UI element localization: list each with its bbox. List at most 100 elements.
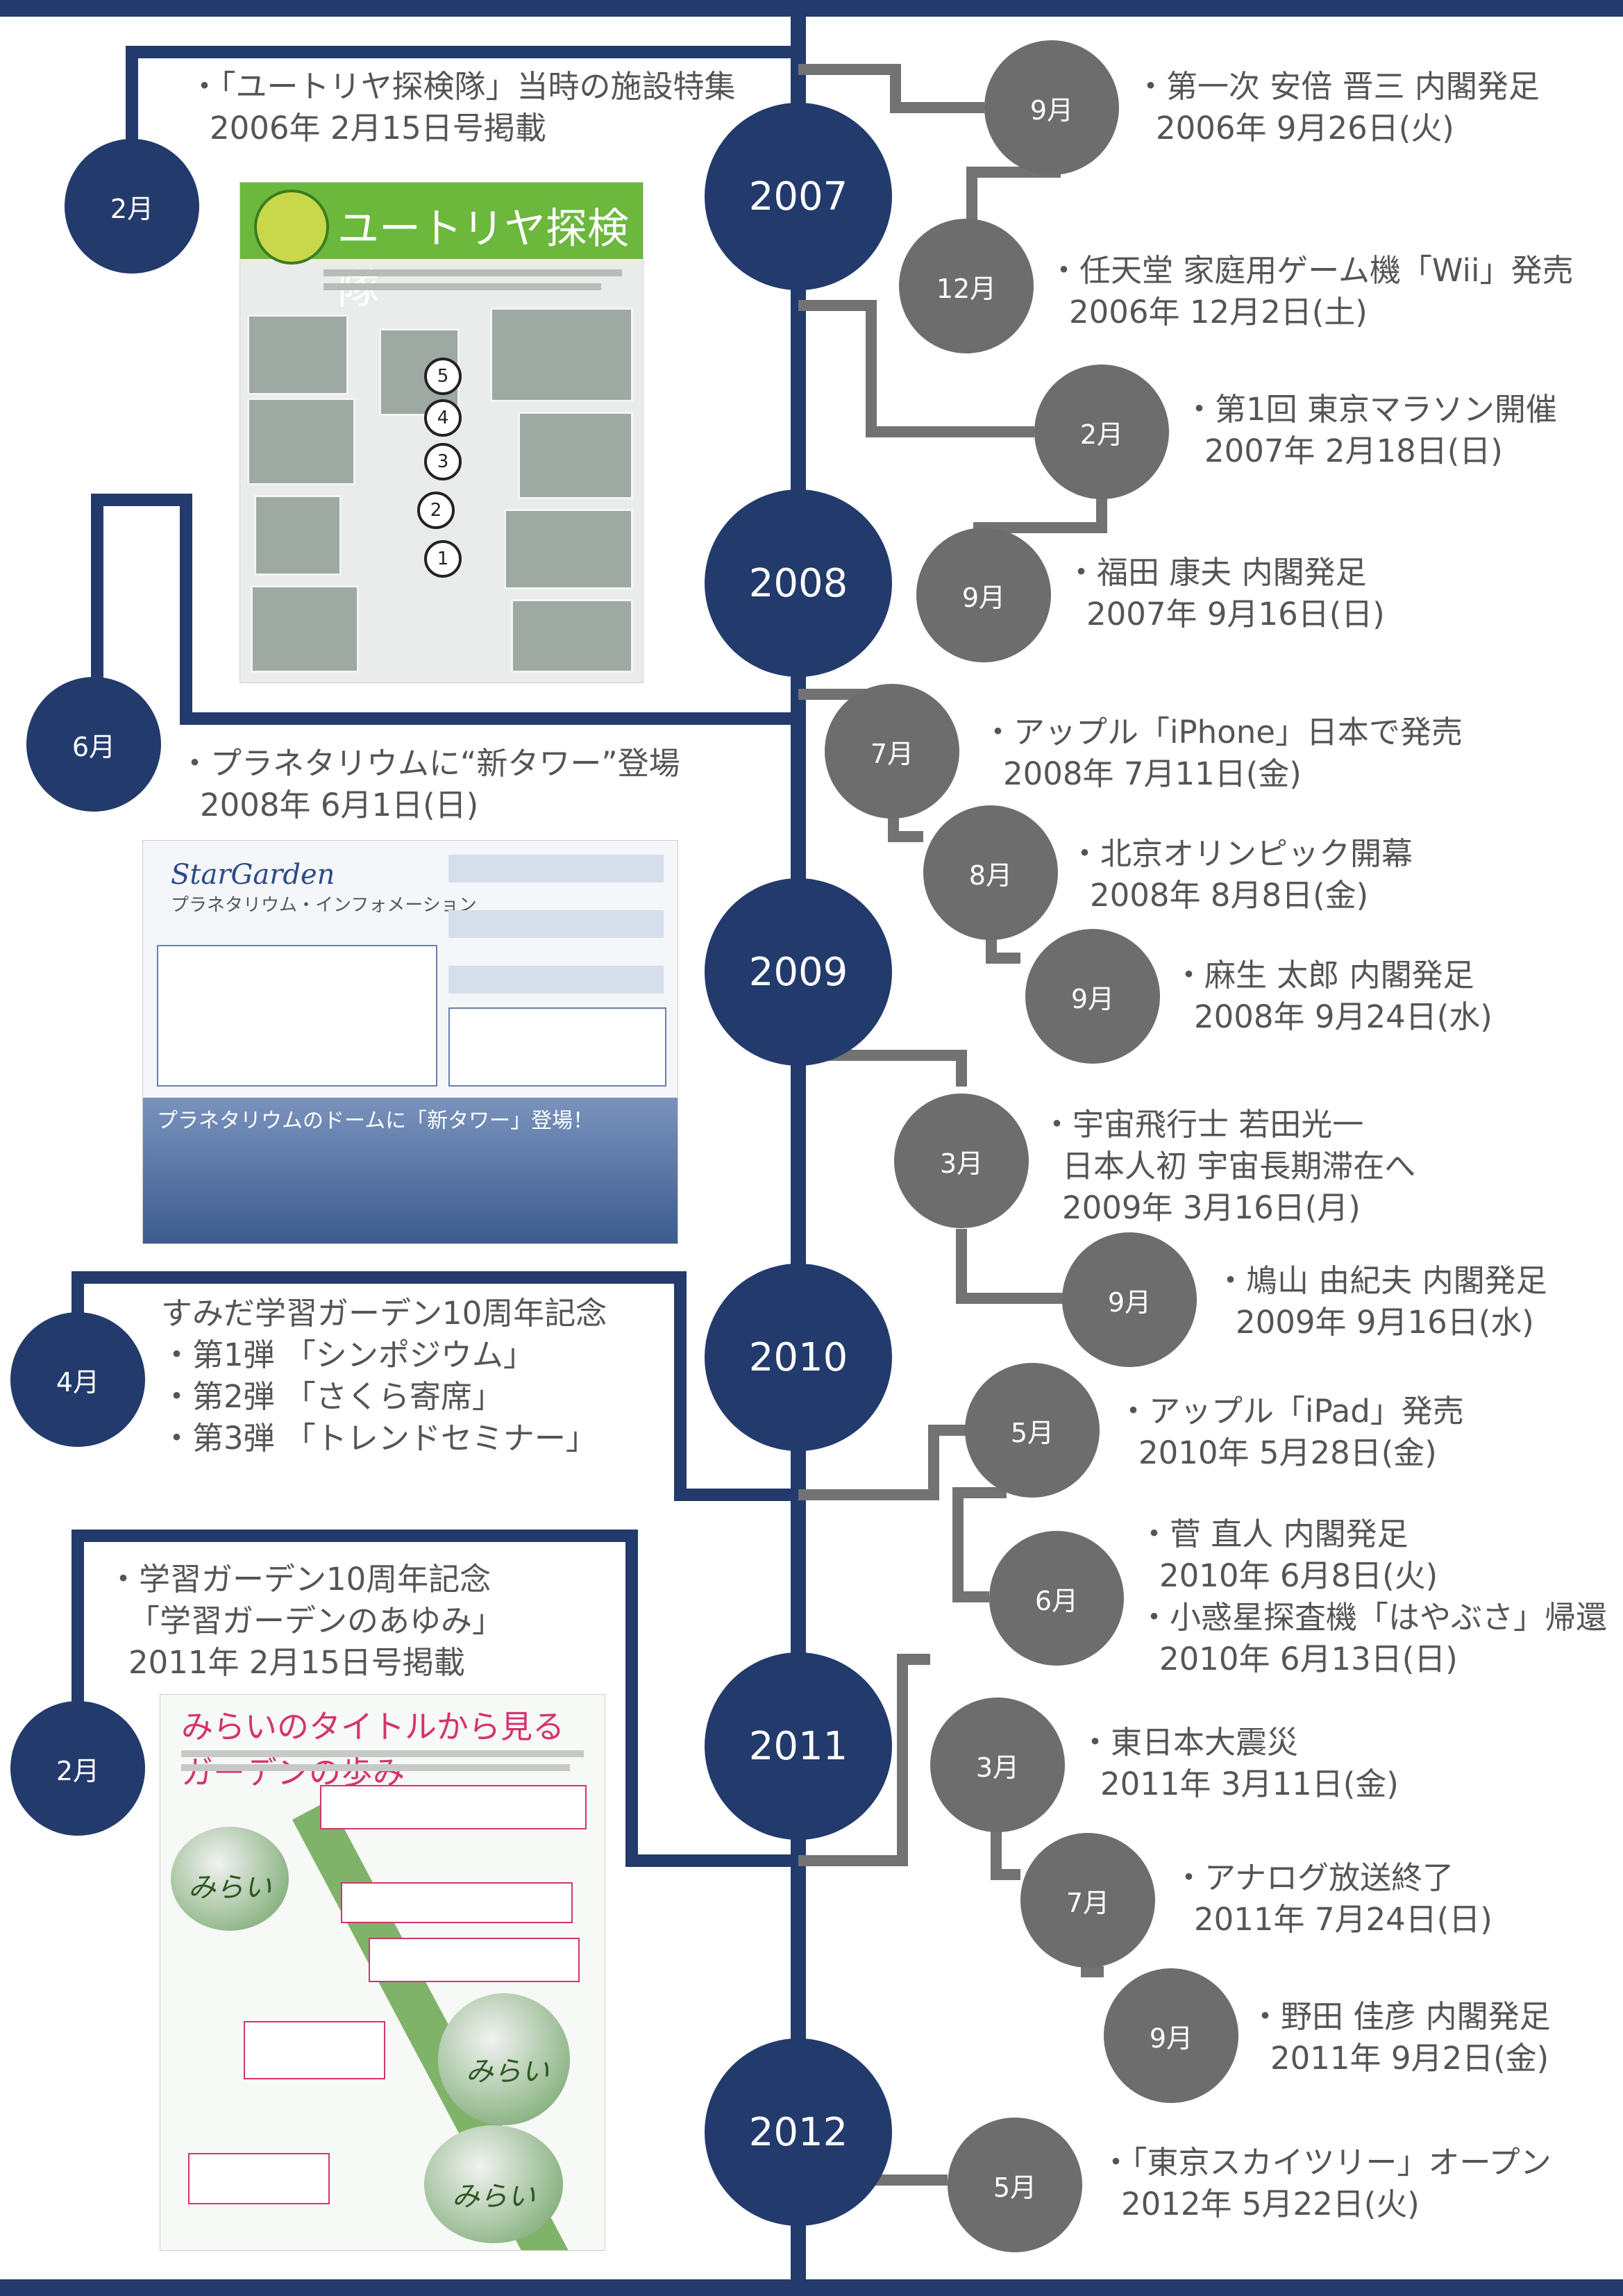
right-event-text: ・麻生 太郎 内閣発足 2008年 9月24日(水)	[1173, 957, 1492, 1035]
right-month-marker: 9月	[1025, 929, 1160, 1064]
right-month-marker: 7月	[825, 684, 959, 819]
globe-illustration	[424, 2125, 563, 2243]
note-box	[188, 2153, 330, 2204]
connector-right-1	[798, 64, 984, 113]
year-label: 2012	[748, 2109, 848, 2155]
top-bar	[0, 0, 1623, 17]
photo	[518, 412, 633, 499]
text-line	[181, 1764, 570, 1771]
year-marker-2012: 2012	[705, 2038, 892, 2226]
right-month-marker: 12月	[899, 219, 1034, 353]
year-label: 2011	[748, 1723, 848, 1769]
month-label: 7月	[1066, 1887, 1110, 1918]
globe-label: みらい	[188, 1872, 271, 1904]
right-event-text: ・宇宙飛行士 若田光一 日本人初 宇宙長期滞在へ 2009年 3月16日(月)	[1041, 1106, 1416, 1226]
left-event-text: ・プラネタリウムに“新タワー”登場 2008年 6月1日(日)	[179, 745, 680, 823]
connector-left-4	[72, 1530, 798, 1867]
month-label: 2月	[110, 193, 154, 224]
year-marker-2007: 2007	[705, 103, 892, 290]
year-label: 2007	[748, 174, 848, 219]
year-label: 2010	[748, 1334, 848, 1380]
route-node: 3	[424, 443, 462, 480]
right-event-text: ・アナログ放送終了 2011年 7月24日(日)	[1173, 1859, 1492, 1938]
left-month-marker: 2月	[65, 139, 199, 274]
newsletter-title: ユートリヤ探検隊	[337, 205, 629, 314]
stargarden-logo: StarGarden プラネタリウム・インフォメーション	[171, 859, 477, 916]
route-node: 1	[424, 540, 462, 578]
newsletter-scan-2006: ユートリヤ探検隊 1 2 3 4 5	[239, 182, 644, 683]
globe-illustration	[171, 1827, 289, 1931]
globe-label: みらい	[452, 2181, 535, 2213]
connector-right-12	[798, 1654, 930, 1866]
photo	[247, 398, 355, 485]
month-label: 9月	[961, 582, 1006, 613]
photo	[254, 495, 342, 576]
right-event-text: ・福田 康夫 内閣発足 2007年 9月16日(日)	[1066, 554, 1385, 632]
section-header	[448, 966, 664, 994]
right-month-marker: 3月	[930, 1698, 1065, 1832]
newsletter-scan-2008: StarGarden プラネタリウム・インフォメーション プラネタリウムのドーム…	[142, 840, 678, 1244]
right-event-text: ・第一次 安倍 晋三 内閣発足 2006年 9月26日(火)	[1135, 68, 1540, 146]
month-label: 9月	[1149, 2022, 1193, 2054]
globe-illustration	[438, 1993, 570, 2125]
right-month-marker: 9月	[984, 40, 1119, 175]
connector-left-2	[91, 494, 798, 736]
year-marker-2008: 2008	[705, 489, 892, 677]
month-label: 7月	[870, 738, 914, 769]
photo	[504, 509, 633, 589]
text-line	[181, 1750, 584, 1757]
right-month-marker: 9月	[1104, 1968, 1238, 2103]
right-month-marker: 7月	[1020, 1833, 1155, 1968]
right-month-marker: 5月	[965, 1363, 1100, 1498]
connector-right-9	[956, 1229, 1066, 1304]
note-box	[244, 2021, 385, 2079]
left-event-text: すみだ学習ガーデン10周年記念 ・第1弾 「シンポジウム」 ・第2弾 「さくら寄…	[161, 1295, 607, 1457]
bottom-bar	[0, 2279, 1623, 2296]
right-month-marker: 3月	[894, 1093, 1029, 1228]
month-label: 9月	[1107, 1287, 1152, 1318]
connector-right-8	[798, 1050, 967, 1087]
photo	[511, 599, 633, 673]
newsletter-title: みらいのタイトルから見るガーデンの歩み	[181, 1708, 564, 1791]
right-month-marker: 9月	[1062, 1232, 1197, 1367]
timeline-spine	[791, 0, 806, 2296]
month-label: 6月	[1034, 1585, 1079, 1616]
month-label: 2月	[56, 1755, 100, 1786]
right-event-text: ・野田 佳彦 内閣発足 2011年 9月2日(金)	[1250, 1998, 1551, 2077]
right-event-text: ・アップル「iPad」発売 2010年 5月28日(金)	[1118, 1393, 1464, 1471]
info-box	[448, 1007, 666, 1087]
connector-right-3	[798, 300, 1034, 437]
year-marker-2011: 2011	[705, 1652, 892, 1840]
left-month-marker: 6月	[26, 677, 161, 812]
text-line	[323, 269, 622, 276]
month-label: 9月	[1070, 983, 1115, 1014]
month-label: 5月	[1010, 1417, 1054, 1448]
note-box	[369, 1938, 580, 1982]
left-month-marker: 4月	[10, 1312, 145, 1447]
month-label: 12月	[936, 273, 997, 304]
connector-right-11	[952, 1487, 1007, 1602]
month-label: 5月	[993, 2172, 1037, 2203]
month-label: 3月	[975, 1752, 1020, 1783]
globe-label: みらい	[466, 2056, 549, 2088]
schedule-table	[157, 945, 437, 1087]
note-box	[320, 1785, 587, 1829]
newsletter-scan-2011: みらいのタイトルから見るガーデンの歩み みらい みらい みらい	[160, 1694, 605, 2251]
photo	[247, 315, 348, 395]
month-label: 2月	[1079, 419, 1124, 450]
section-header	[448, 910, 664, 938]
right-month-marker: 5月	[948, 2118, 1082, 2252]
month-label: 6月	[72, 731, 116, 762]
year-marker-2010: 2010	[705, 1264, 892, 1451]
note-box	[341, 1882, 573, 1923]
right-month-marker: 9月	[916, 528, 1051, 662]
photo	[251, 585, 359, 673]
route-node: 4	[424, 399, 462, 437]
connector-right-10	[798, 1425, 968, 1500]
right-month-marker: 8月	[923, 805, 1058, 940]
right-month-marker: 6月	[989, 1531, 1124, 1666]
route-node: 5	[424, 358, 462, 395]
month-label: 3月	[939, 1148, 984, 1179]
right-event-text: ・「東京スカイツリー」オープン 2012年 5月22日(火)	[1100, 2144, 1551, 2222]
mascot-icon	[254, 190, 329, 265]
